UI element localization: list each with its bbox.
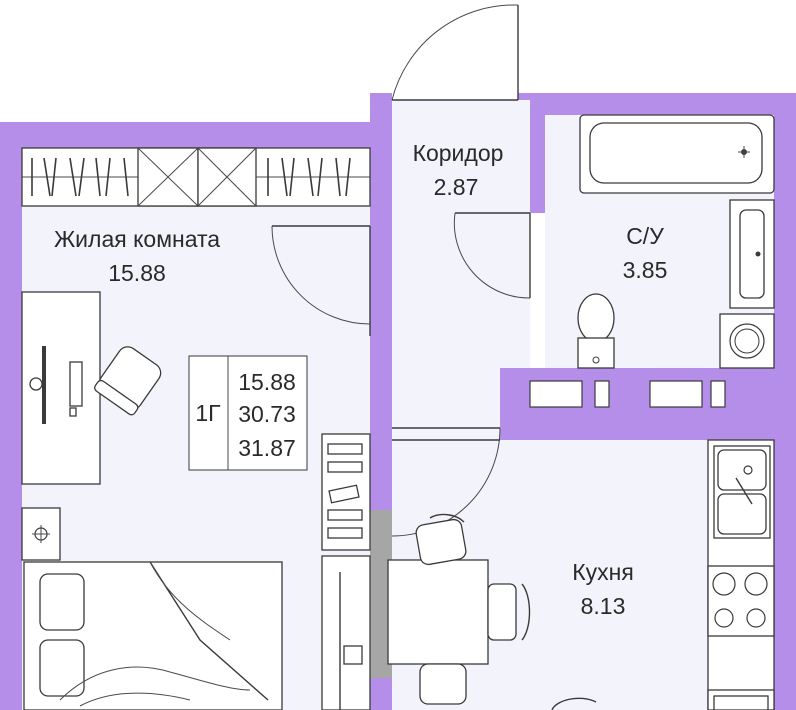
room-name-bathroom: С/У [626, 223, 664, 249]
dining-table-icon [387, 513, 597, 710]
room-area-bathroom: 3.85 [623, 257, 668, 283]
room-area-corridor: 2.87 [434, 174, 479, 200]
toilet-icon [577, 293, 615, 369]
walls [0, 93, 796, 710]
apartment-type: 1Г [195, 400, 221, 426]
marker-icon [21, 507, 61, 561]
office-chair-icon [94, 346, 162, 416]
bathroom-door-icon [453, 212, 531, 299]
column [370, 510, 392, 678]
washing-machine-icon [719, 313, 775, 369]
entrance-door-icon [391, 4, 519, 101]
room-area-kitchen: 8.13 [581, 593, 626, 619]
kitchen-sink-icon [713, 445, 771, 539]
room-name-corridor: Коридор [413, 140, 504, 166]
bed-icon [23, 561, 283, 710]
summary-total-area: 30.73 [238, 401, 296, 427]
cabinet-icon [321, 555, 371, 710]
stove-icon [707, 565, 775, 637]
summary-box [188, 355, 308, 471]
living-door-icon [271, 225, 371, 336]
desk-icon [21, 291, 101, 485]
summary-living-area: 15.88 [238, 369, 296, 395]
summary-total-with-balcony: 31.87 [238, 435, 296, 461]
window-frames [529, 380, 726, 408]
room-name-living: Жилая комната [54, 226, 220, 252]
room-area-living: 15.88 [108, 260, 166, 286]
shelf-icon [321, 433, 371, 551]
fridge-icon [707, 689, 775, 710]
kitchen-door-icon [391, 427, 501, 537]
room-name-kitchen: Кухня [572, 559, 634, 585]
bathtub-icon [579, 114, 775, 194]
wardrobe-icon [21, 147, 371, 207]
sink-icon [729, 199, 775, 309]
